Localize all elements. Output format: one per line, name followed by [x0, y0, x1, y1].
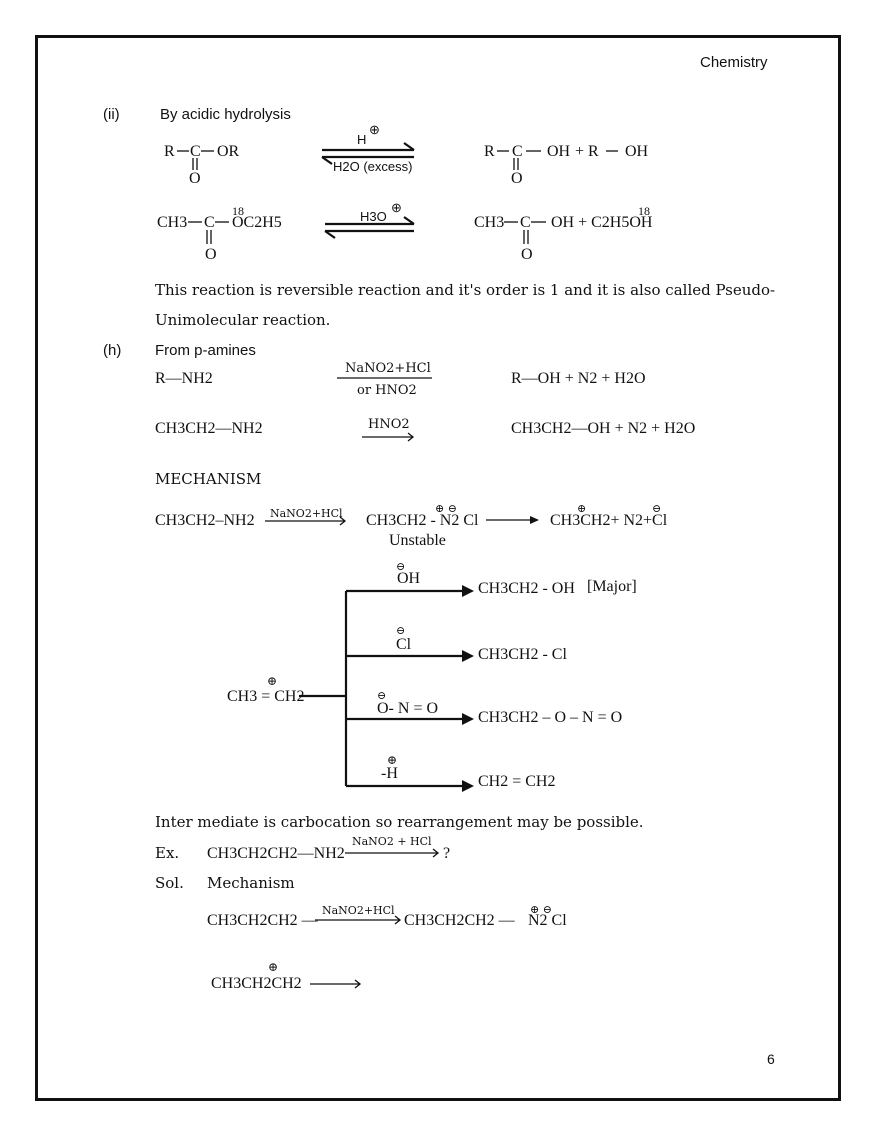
r1-product-r: R	[484, 143, 495, 160]
mech-n2-charge: ⊕ ⊖	[435, 502, 457, 515]
sol-reactant: CH3CH2CH2 —	[207, 912, 318, 929]
h-r1-arrow-top: NaNO2+HCl	[345, 361, 431, 376]
header-subject: Chemistry	[700, 54, 768, 71]
note-line-1: This reaction is reversible reaction and…	[155, 281, 776, 299]
h-r1-product: R—OH + N2 + H2O	[511, 370, 646, 387]
r1-product-oh2: OH	[625, 143, 649, 160]
r2-reactant-c: C	[204, 214, 215, 231]
r2-product-oh: OH + C2H5OH	[551, 214, 653, 231]
r2-arrow-top: H3O	[360, 209, 387, 224]
branch-4-product: CH2 = CH2	[478, 773, 556, 790]
r1-arrow-bottom: H2O (excess)	[333, 159, 413, 174]
r2-reactant-o: O	[205, 246, 217, 263]
branch-1-product: CH3CH2 - OH	[478, 580, 575, 597]
mech-step1-arrow-top: NaNO2+HCl	[270, 507, 343, 520]
mech-step1-reactant: CH3CH2–NH2	[155, 512, 255, 529]
branch-2-product: CH3CH2 - Cl	[478, 646, 567, 663]
branch-4-charge: ⊕	[387, 753, 398, 767]
r1-product-c: C	[512, 143, 523, 160]
mech-unstable: Unstable	[389, 532, 446, 549]
example-note: Inter mediate is carbocation so rearrang…	[155, 813, 644, 831]
branch-3-reagent: O- N = O	[377, 700, 439, 717]
note-line-2: Unimolecular reaction.	[155, 311, 331, 329]
page-border	[35, 35, 841, 1101]
h-r1-arrow-bottom: or HNO2	[357, 383, 417, 398]
ex-product: ?	[443, 845, 451, 862]
r1-reactant-c: C	[190, 143, 201, 160]
r1-plus-charge: ⊕	[369, 122, 380, 137]
r1-reactant-r: R	[164, 143, 175, 160]
sol-label: Sol.	[155, 874, 184, 892]
sol-product: CH3CH2CH2 —	[404, 912, 515, 929]
page-number: 6	[767, 1051, 775, 1067]
h-r2-reactant: CH3CH2—NH2	[155, 420, 263, 437]
h-r2-arrow-top: HNO2	[368, 417, 410, 432]
r2-reactant-isotope: 18	[232, 204, 244, 218]
sol-product-n2cl: N2 Cl	[528, 912, 567, 929]
branch-4-reagent: -H	[381, 765, 398, 782]
mech-carbocation-charge: ⊕	[577, 502, 587, 515]
r1-arrow-top: H	[357, 132, 367, 147]
sol-carbocation: CH3CH2CH2	[211, 975, 302, 992]
branch-1-charge: ⊖	[396, 560, 406, 573]
r2-plus-charge: ⊕	[391, 200, 402, 215]
sol-text: Mechanism	[207, 874, 295, 892]
h-r1-reactant: R—NH2	[155, 370, 213, 387]
mech-intermediate: CH3CH2 - N2 Cl	[366, 512, 479, 529]
r1-product-plus-r: + R	[575, 143, 599, 160]
branch-1-reagent: OH	[397, 570, 421, 587]
branch-3-charge: ⊖	[377, 689, 387, 702]
branch-2-charge: ⊖	[396, 624, 406, 637]
section-h-title: From p-amines	[155, 342, 256, 359]
ex-arrow-label: NaNO2 + HCl	[352, 835, 432, 848]
ex-reactant: CH3CH2CH2—NH2	[207, 845, 345, 862]
h-r2-product: CH3CH2—OH + N2 + H2O	[511, 420, 696, 437]
r2-product-isotope: 18	[638, 204, 650, 218]
mech-cl-charge: ⊖	[652, 502, 662, 515]
r2-reactant-ch3: CH3	[157, 214, 188, 231]
sol-arrow-label: NaNO2+HCl	[322, 904, 395, 917]
r1-product-oh: OH	[547, 143, 571, 160]
r1-reactant-o: O	[189, 170, 201, 187]
r1-reactant-or: OR	[217, 143, 240, 160]
carbocation: CH3 = CH2	[227, 688, 305, 705]
ex-label: Ex.	[155, 844, 180, 862]
r1-product-o: O	[511, 170, 523, 187]
r2-reactant-oc2h5: OC2H5	[232, 214, 282, 231]
sol-n2-charges: ⊕ ⊖	[530, 903, 552, 916]
branch-1-note: [Major]	[587, 578, 637, 595]
r2-product-ch3: CH3	[474, 214, 505, 231]
sol-carbocation-charge: ⊕	[268, 960, 279, 974]
carbocation-charge: ⊕	[267, 674, 278, 688]
section-ii-label: (ii)	[103, 106, 120, 123]
r2-product-c: C	[520, 214, 531, 231]
section-ii-title: By acidic hydrolysis	[160, 106, 291, 123]
branch-3-product: CH3CH2 – O – N = O	[478, 709, 623, 726]
r2-product-o: O	[521, 246, 533, 263]
mechanism-heading: MECHANISM	[155, 470, 262, 488]
section-h-label: (h)	[103, 342, 122, 359]
mech-step1-product: CH3CH2+ N2+Cl	[550, 512, 668, 529]
branch-2-reagent: Cl	[396, 636, 412, 653]
